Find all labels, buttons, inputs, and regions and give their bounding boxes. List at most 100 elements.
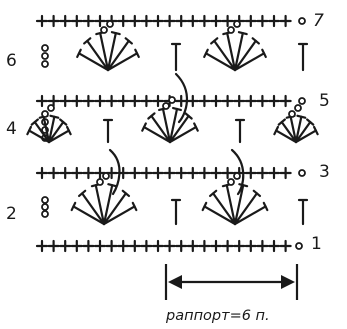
row-number-6: 6 (6, 51, 17, 71)
single-crochet-symbol (59, 166, 72, 180)
fan-stitch-cap (49, 114, 60, 119)
fan-stitch-stroke (86, 39, 110, 72)
fan-stitch-stroke (225, 184, 237, 226)
chain-symbol (288, 110, 296, 118)
fan-stitch-cap (208, 189, 218, 198)
single-crochet-symbol (163, 239, 176, 253)
single-crochet-symbol (221, 166, 234, 180)
single-crochet-symbol (267, 239, 281, 253)
chain-symbol (162, 102, 170, 110)
single-crochet-symbol (35, 94, 49, 108)
fan-stitch-stroke (294, 120, 312, 144)
stitch-symbols (26, 14, 319, 253)
single-crochet-symbol (117, 239, 130, 253)
chain-symbol (100, 26, 108, 34)
chain-symbol (47, 104, 55, 112)
fan-stitch-cap (237, 31, 248, 36)
single-crochet-symbol (233, 239, 246, 253)
fan-stitch-cap (210, 37, 219, 45)
fan-stitch-stroke (212, 192, 237, 226)
single-crochet-symbol (209, 14, 223, 28)
single-crochet-symbol (105, 239, 118, 253)
single-crochet-symbol (59, 239, 72, 253)
fan-stitch-cap (70, 201, 77, 212)
fan-stitch-stroke (106, 52, 139, 72)
single-crochet-symbol (151, 94, 165, 108)
single-crochet-symbol (279, 14, 292, 28)
single-crochet-symbol (82, 239, 95, 253)
fan-stitch-stroke (204, 52, 237, 72)
chain-symbol (41, 44, 49, 52)
chain-symbol (41, 210, 49, 218)
single-crochet-symbol (93, 239, 107, 253)
fan-stitch-stroke (142, 125, 172, 144)
fan-stitch-stroke (47, 120, 65, 144)
fan-stitch-cap (83, 37, 92, 45)
chain-symbol (96, 178, 104, 186)
single-crochet-symbol (256, 239, 269, 253)
double-crochet-symbol (102, 118, 114, 144)
fan-stitch-stroke (77, 52, 110, 72)
fan-stitch-cap (26, 125, 32, 136)
repeat-bracket (164, 264, 299, 300)
single-crochet-symbol (267, 14, 281, 28)
single-crochet-symbol (244, 239, 257, 253)
chain-symbol (106, 20, 114, 28)
chain-symbol (168, 96, 176, 104)
fan-stitch-stroke (233, 32, 244, 72)
single-crochet-symbol (163, 14, 176, 28)
single-crochet-symbol (70, 94, 83, 108)
fan-stitch-cap (30, 118, 39, 126)
single-crochet-symbol (256, 94, 269, 108)
chain-symbol (233, 20, 241, 28)
double-crochet-symbol (234, 118, 246, 144)
single-crochet-symbol (151, 14, 165, 28)
single-crochet-symbol (175, 166, 188, 180)
fan-stitch-cap (306, 118, 315, 126)
single-crochet-symbol (47, 239, 60, 253)
fan-stitch-stroke (289, 115, 298, 144)
fan-stitch-stroke (42, 115, 51, 144)
fan-stitch-cap (131, 201, 138, 212)
single-crochet-symbol (82, 14, 95, 28)
single-crochet-symbol (70, 166, 83, 180)
chain-symbol (41, 196, 49, 204)
single-crochet-symbol (244, 94, 257, 108)
fan-stitch-stroke (233, 205, 267, 226)
single-crochet-symbol (35, 166, 49, 180)
single-crochet-symbol (140, 94, 153, 108)
fan-stitch-stroke (203, 205, 237, 226)
single-crochet-symbol (47, 166, 60, 180)
single-crochet-symbol (175, 14, 188, 28)
fan-stitch-stroke (47, 129, 70, 144)
single-crochet-symbol (175, 94, 188, 108)
single-crochet-symbol (198, 166, 211, 180)
fan-stitch-stroke (72, 205, 106, 226)
fan-stitch-stroke (102, 184, 114, 226)
chain-symbol (294, 104, 302, 112)
fan-stitch-stroke (106, 39, 130, 72)
single-crochet-symbol (47, 14, 60, 28)
single-crochet-symbol (186, 239, 199, 253)
single-crochet-symbol (244, 166, 257, 180)
fan-stitch-cap (313, 125, 319, 136)
fan-stitch-cap (121, 189, 131, 198)
fan-stitch-stroke (233, 52, 266, 72)
fan-stitch-cap (261, 48, 267, 59)
single-crochet-symbol (186, 14, 199, 28)
fan-stitch-cap (252, 189, 262, 198)
row-number-3: 3 (319, 162, 330, 182)
fan-stitch-stroke (102, 192, 127, 226)
chain-symbol (298, 17, 306, 25)
fan-stitch-stroke (168, 125, 198, 144)
fan-stitch-stroke (233, 39, 257, 72)
single-crochet-symbol (198, 14, 211, 28)
fan-stitch-stroke (226, 32, 237, 72)
row-number-7: 7 (313, 11, 324, 31)
fan-stitch-stroke (28, 129, 51, 144)
single-crochet-symbol (128, 94, 141, 108)
single-crochet-symbol (175, 239, 188, 253)
row-number-4: 4 (6, 119, 17, 139)
single-crochet-symbol (198, 94, 211, 108)
chain-symbol (41, 60, 49, 68)
